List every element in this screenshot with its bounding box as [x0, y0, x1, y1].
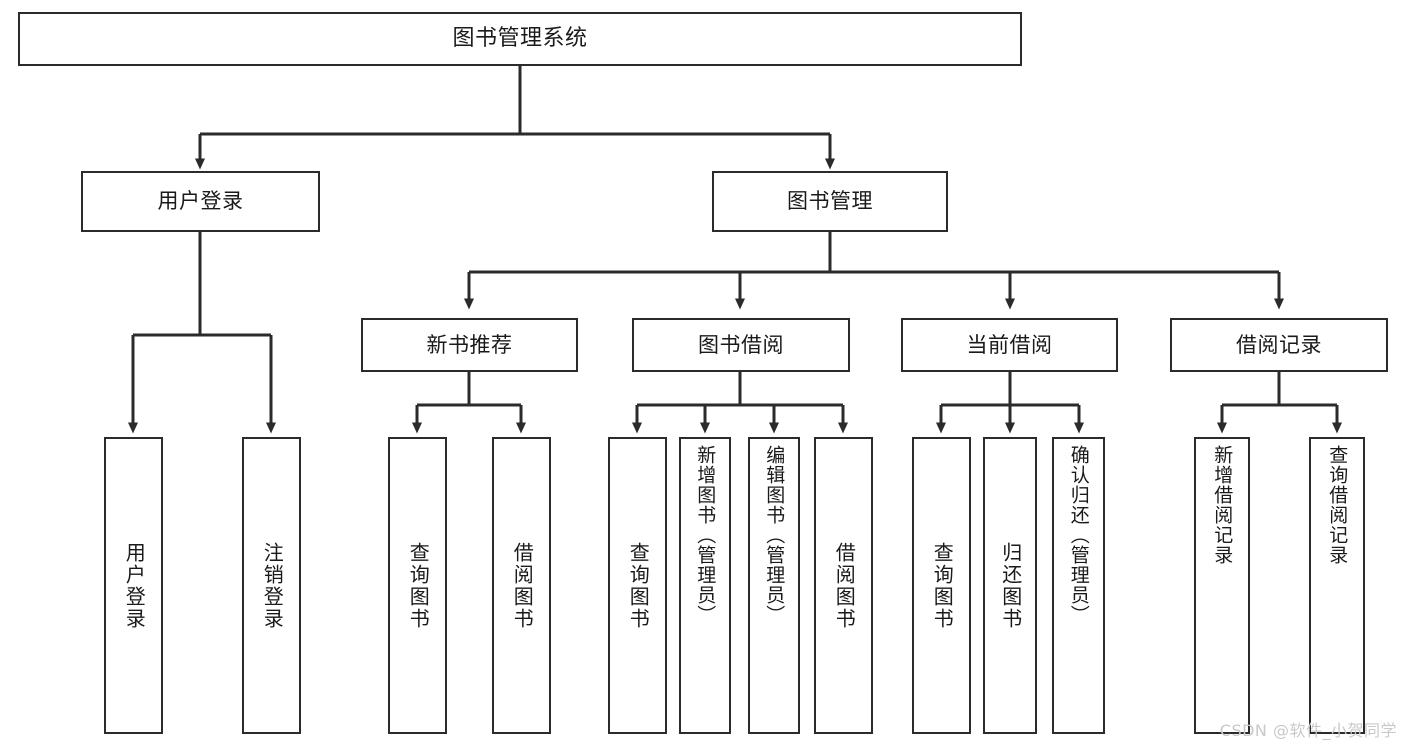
leaf-current-query-book[interactable]: 查询图书 [912, 437, 971, 734]
node-current-borrow[interactable]: 当前借阅 [901, 318, 1118, 372]
node-book-management[interactable]: 图书管理 [712, 171, 948, 232]
node-label: 当前借阅 [966, 332, 1053, 357]
node-label: 图书管理 [787, 189, 873, 214]
node-label: 查询图书 [626, 541, 651, 630]
leaf-current-return-book[interactable]: 归还图书 [983, 437, 1037, 734]
leaf-current-confirm-return-admin[interactable]: 确认归还（管理员） [1052, 437, 1105, 734]
node-book-borrow[interactable]: 图书借阅 [632, 318, 850, 372]
node-root-system[interactable]: 图书管理系统 [18, 12, 1022, 66]
node-label: 查询借阅记录 [1326, 445, 1349, 565]
csdn-watermark: CSDN @软件_小贺同学 [1219, 721, 1397, 740]
node-new-book-recommend[interactable]: 新书推荐 [361, 318, 578, 372]
leaf-borrow-borrow-book[interactable]: 借阅图书 [814, 437, 873, 734]
node-borrow-records[interactable]: 借阅记录 [1170, 318, 1388, 372]
node-label: 确认归还（管理员） [1067, 445, 1090, 625]
node-label: 新增图书（管理员） [694, 445, 717, 625]
node-label: 编辑图书（管理员） [763, 445, 786, 625]
node-label: 查询图书 [406, 541, 431, 630]
node-label: 借阅图书 [510, 541, 535, 630]
node-label: 图书管理系统 [452, 26, 588, 52]
node-user-login[interactable]: 用户登录 [81, 171, 320, 232]
node-label: 归还图书 [998, 541, 1023, 630]
node-label: 用户登录 [122, 541, 147, 630]
leaf-borrow-add-book-admin[interactable]: 新增图书（管理员） [679, 437, 731, 734]
leaf-borrow-edit-book-admin[interactable]: 编辑图书（管理员） [748, 437, 800, 734]
node-label: 借阅图书 [832, 541, 857, 630]
node-label: 注销登录 [260, 541, 285, 630]
leaf-records-query-record[interactable]: 查询借阅记录 [1309, 437, 1365, 734]
node-label: 新书推荐 [426, 332, 513, 357]
leaf-user-login[interactable]: 用户登录 [104, 437, 163, 734]
leaf-borrow-query-book[interactable]: 查询图书 [608, 437, 667, 734]
leaf-records-add-record[interactable]: 新增借阅记录 [1194, 437, 1250, 734]
leaf-recommend-borrow-book[interactable]: 借阅图书 [492, 437, 551, 734]
node-label: 新增借阅记录 [1211, 445, 1234, 565]
node-label: 查询图书 [930, 541, 955, 630]
node-label: 图书借阅 [698, 332, 784, 357]
node-label: 用户登录 [157, 189, 244, 214]
leaf-logout[interactable]: 注销登录 [242, 437, 301, 734]
leaf-recommend-query-book[interactable]: 查询图书 [388, 437, 447, 734]
node-label: 借阅记录 [1236, 332, 1322, 357]
